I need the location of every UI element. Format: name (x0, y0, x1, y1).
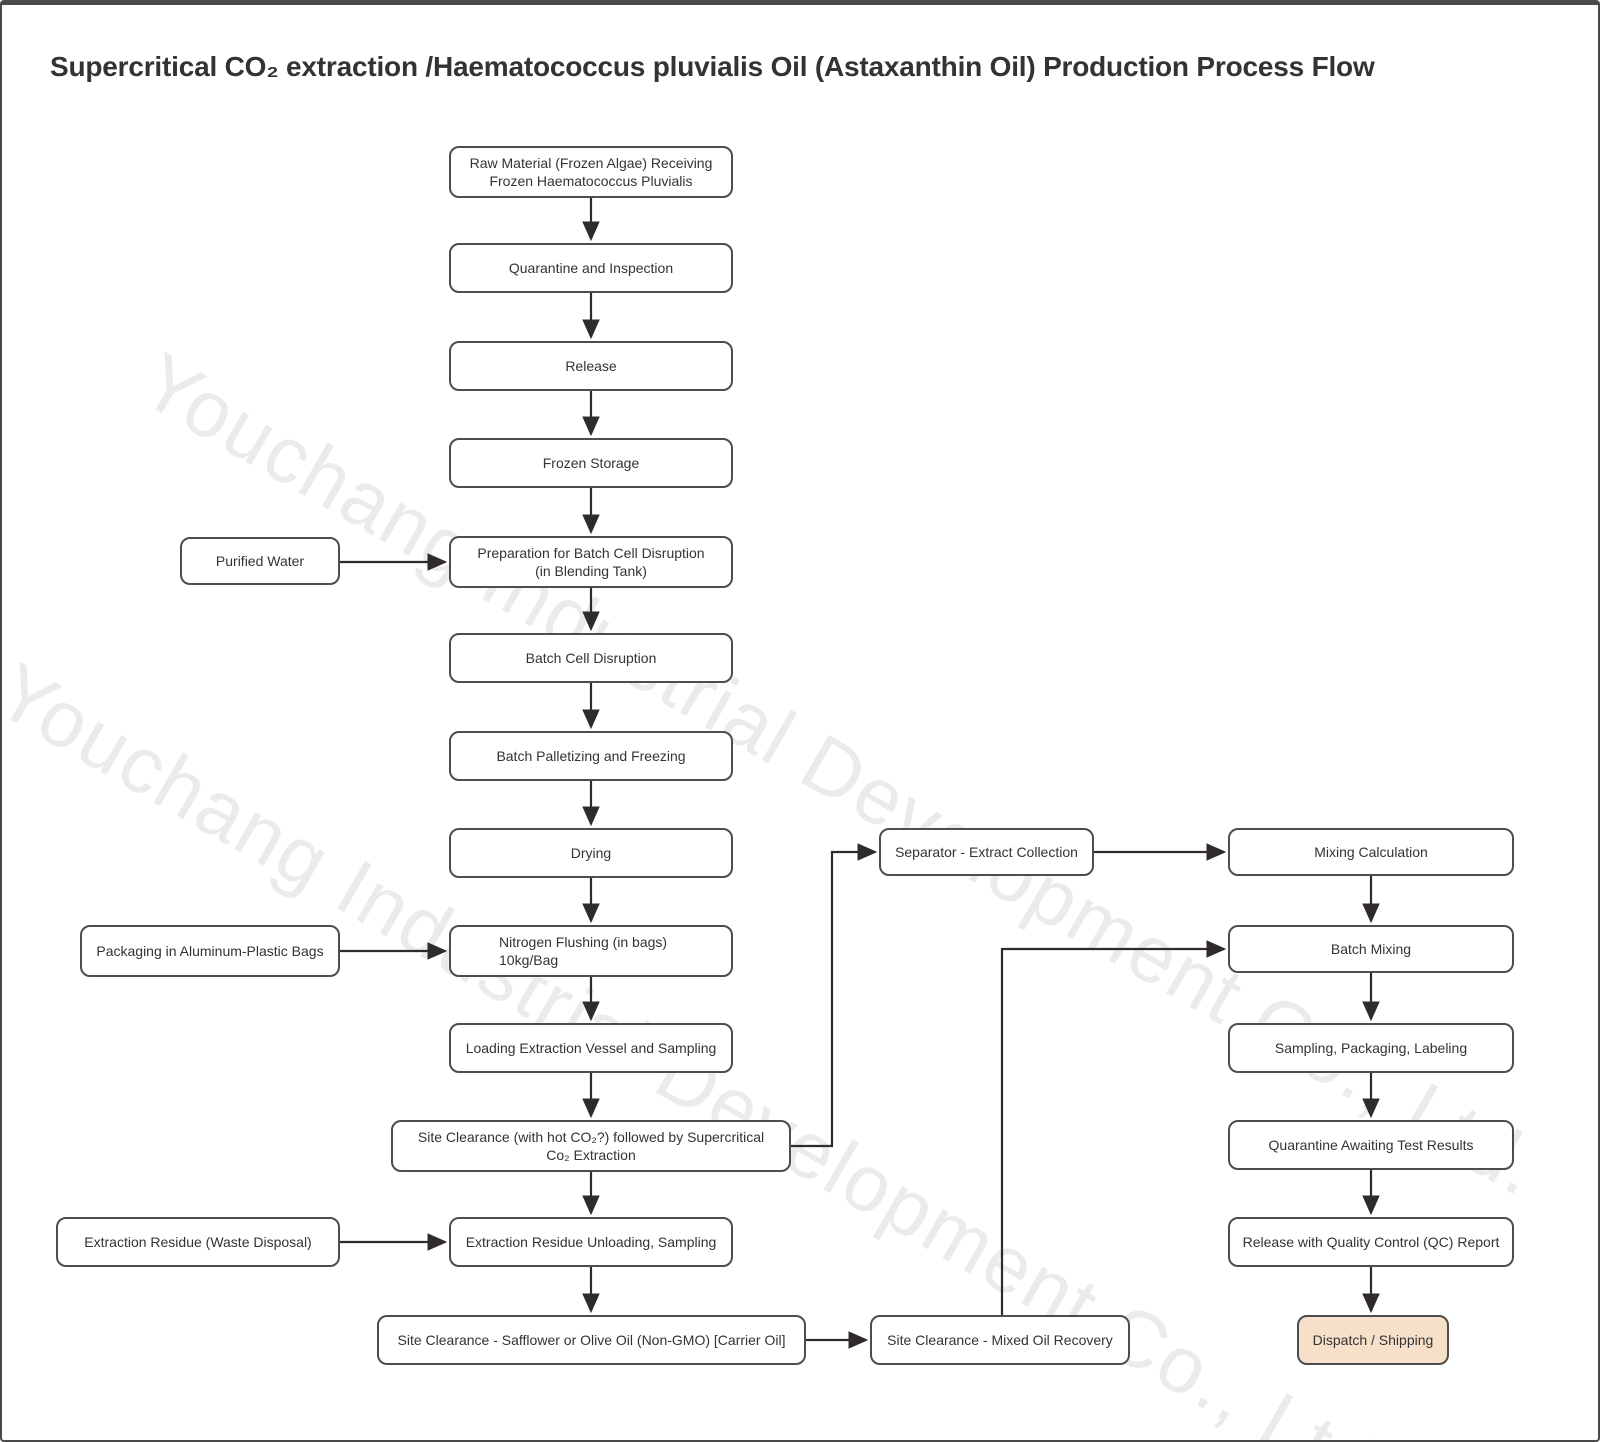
flow-node-extraction-residue-unloading: Extraction Residue Unloading, Sampling (449, 1217, 733, 1267)
flow-node-label: Quarantine and Inspection (508, 259, 674, 276)
flow-node-label: Extraction Residue Unloading, Sampling (465, 1233, 717, 1250)
flow-node-site-clearance-co2-extraction: Site Clearance (with hot CO₂?) followed … (391, 1120, 791, 1172)
flow-node-label: Dispatch / Shipping (1312, 1331, 1434, 1348)
flow-node-label: Release (565, 357, 617, 374)
flow-node-label: Site Clearance - Mixed Oil Recovery (887, 1331, 1113, 1348)
flow-node-batch-mixing: Batch Mixing (1228, 925, 1514, 973)
flow-node-label: Batch Mixing (1330, 940, 1412, 957)
flow-node-label: Loading Extraction Vessel and Sampling (465, 1039, 717, 1056)
flow-node-label: Preparation for Batch Cell Disruption (i… (477, 544, 705, 579)
flow-node-frozen-storage: Frozen Storage (449, 438, 733, 488)
flow-node-label: Separator - Extract Collection (895, 843, 1078, 860)
flow-edge-mixed-oil-to-batch-mixing (1000, 940, 1227, 1315)
flow-node-nitrogen-flushing: Nitrogen Flushing (in bags) 10kg/Bag (449, 925, 733, 977)
flow-node-label: Nitrogen Flushing (in bags) 10kg/Bag (499, 933, 668, 968)
flow-node-label: Quarantine Awaiting Test Results (1268, 1136, 1474, 1153)
flow-node-label: Release with Quality Control (QC) Report (1242, 1233, 1500, 1250)
flow-node-mixing-calculation: Mixing Calculation (1228, 828, 1514, 876)
flow-node-quarantine-awaiting-test-results: Quarantine Awaiting Test Results (1228, 1120, 1514, 1170)
flow-node-drying: Drying (449, 828, 733, 878)
flow-node-label: Frozen Storage (542, 454, 640, 471)
flow-node-label: Site Clearance (with hot CO₂?) followed … (417, 1128, 765, 1163)
flow-node-batch-cell-disruption: Batch Cell Disruption (449, 633, 733, 683)
flow-node-label: Batch Cell Disruption (525, 649, 657, 666)
flow-node-quarantine-and-inspection: Quarantine and Inspection (449, 243, 733, 293)
flow-node-label: Extraction Residue (Waste Disposal) (84, 1233, 312, 1250)
flow-connectors (340, 198, 1380, 1349)
flow-node-label: Mixing Calculation (1314, 843, 1428, 860)
flow-node-label: Drying (570, 844, 612, 861)
page-title: Supercritical CO₂ extraction /Haematococ… (50, 51, 1375, 82)
flow-node-release-with-qc-report: Release with Quality Control (QC) Report (1228, 1217, 1514, 1267)
flow-node-site-clearance-carrier-oil: Site Clearance - Safflower or Olive Oil … (377, 1315, 806, 1365)
flow-node-dispatch-shipping: Dispatch / Shipping (1297, 1315, 1449, 1365)
flow-node-label: Purified Water (215, 552, 305, 569)
flow-node-purified-water: Purified Water (180, 537, 340, 585)
flow-node-packaging-aluminum-plastic-bags: Packaging in Aluminum-Plastic Bags (80, 925, 340, 977)
flow-node-extraction-residue-waste-disposal: Extraction Residue (Waste Disposal) (56, 1217, 340, 1267)
flow-node-site-clearance-mixed-oil-recovery: Site Clearance - Mixed Oil Recovery (870, 1315, 1130, 1365)
flow-node-separator-extract-collection: Separator - Extract Collection (879, 828, 1094, 876)
flow-node-label: Batch Palletizing and Freezing (496, 747, 686, 764)
flow-node-label: Packaging in Aluminum-Plastic Bags (96, 942, 324, 959)
flow-node-label: Site Clearance - Safflower or Olive Oil … (397, 1331, 786, 1348)
flow-node-loading-extraction-vessel: Loading Extraction Vessel and Sampling (449, 1023, 733, 1073)
flow-node-label: Sampling, Packaging, Labeling (1274, 1039, 1468, 1056)
flow-node-release: Release (449, 341, 733, 391)
flow-node-sampling-packaging-labeling: Sampling, Packaging, Labeling (1228, 1023, 1514, 1073)
flow-node-raw-material-receiving: Raw Material (Frozen Algae) Receiving Fr… (449, 146, 733, 198)
flow-node-label: Raw Material (Frozen Algae) Receiving Fr… (469, 154, 713, 189)
flow-node-batch-palletizing-freezing: Batch Palletizing and Freezing (449, 731, 733, 781)
flow-node-preparation-batch-cell-disruption: Preparation for Batch Cell Disruption (i… (449, 536, 733, 588)
flow-edge-site-clearance-to-separator (791, 843, 878, 1148)
